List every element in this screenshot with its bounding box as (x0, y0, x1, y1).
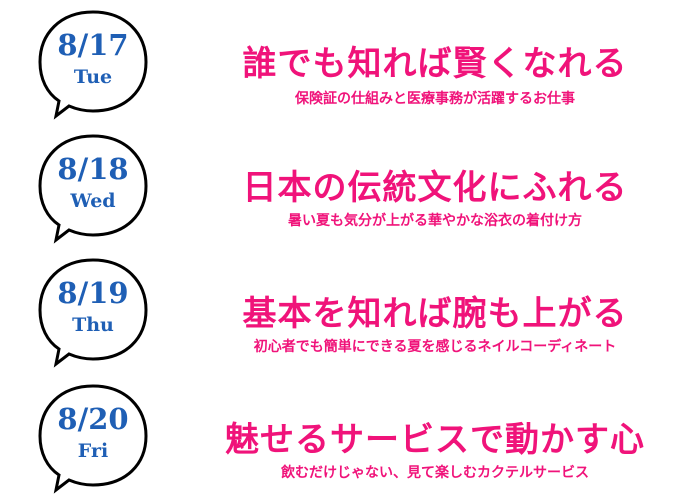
event-date: 8/19 (57, 276, 129, 310)
event-row-3: 8/19 Thu 基本を知れば腕も上がる 初心者でも簡単にできる夏を感じるネイル… (0, 252, 686, 370)
event-row-2: 8/18 Wed 日本の伝統文化にふれる 暑い夏も気分が上がる華やかな浴衣の着付… (0, 128, 686, 246)
speech-bubble-4: 8/20 Fri (28, 378, 178, 496)
event-day: Wed (70, 190, 116, 212)
event-title: 魅せるサービスで動かす心 (225, 420, 645, 460)
event-title: 誰でも知れば賢くなれる (242, 44, 628, 84)
event-subtitle: 飲むだけじゃない、見て楽しむカクテルサービス (281, 465, 589, 481)
event-day: Fri (77, 440, 109, 462)
event-subtitle: 暑い夏も気分が上がる華やかな浴衣の着付け方 (288, 213, 582, 229)
speech-bubble-3: 8/19 Thu (28, 252, 178, 370)
event-day: Tue (73, 66, 113, 88)
event-day: Thu (72, 314, 114, 336)
event-title: 日本の伝統文化にふれる (242, 168, 628, 208)
speech-bubble-icon (38, 10, 148, 120)
speech-bubble-1: 8/17 Tue (28, 4, 178, 122)
speech-bubble-icon (38, 258, 148, 368)
speech-bubble-2: 8/18 Wed (28, 128, 178, 246)
event-date: 8/20 (57, 402, 129, 436)
speech-bubble-icon (38, 384, 148, 494)
event-subtitle: 初心者でも簡単にできる夏を感じるネイルコーディネート (253, 339, 617, 355)
event-subtitle: 保険証の仕組みと医療事務が活躍するお仕事 (295, 91, 575, 107)
event-row-4: 8/20 Fri 魅せるサービスで動かす心 飲むだけじゃない、見て楽しむカクテル… (0, 378, 686, 496)
event-date: 8/17 (57, 28, 129, 62)
event-title: 基本を知れば腕も上がる (242, 294, 628, 334)
event-row-1: 8/17 Tue 誰でも知れば賢くなれる 保険証の仕組みと医療事務が活躍するお仕… (0, 4, 686, 122)
speech-bubble-icon (38, 134, 148, 244)
event-date: 8/18 (57, 152, 129, 186)
